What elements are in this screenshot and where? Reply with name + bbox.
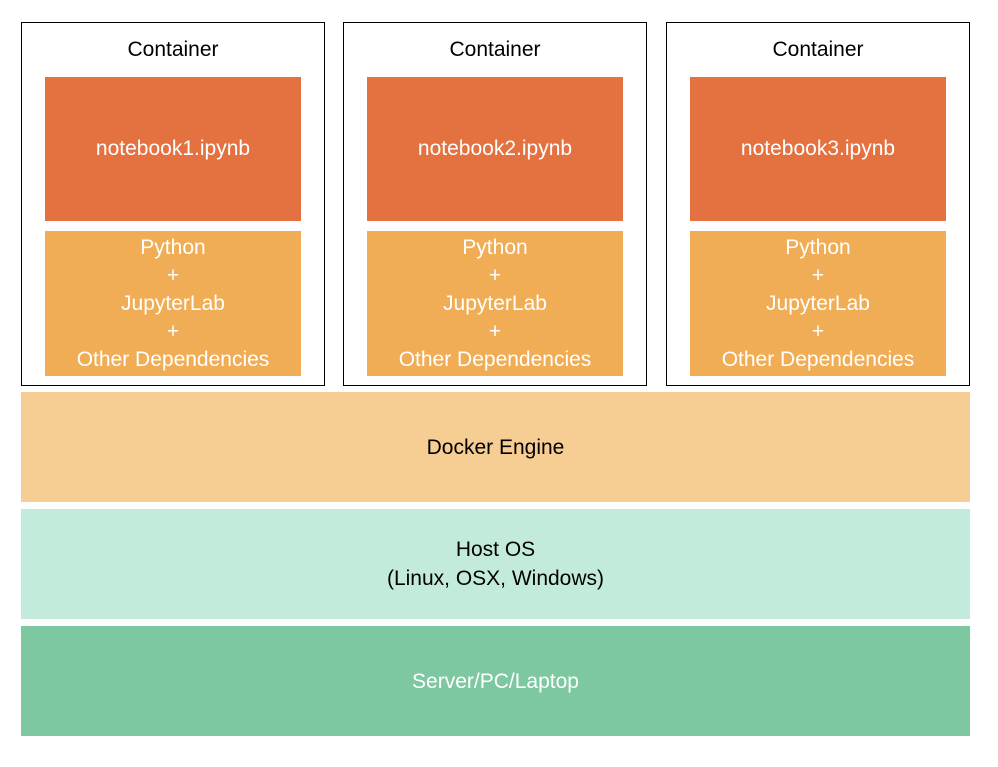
notebook-box: notebook1.ipynb bbox=[45, 77, 301, 221]
dependencies-box: Python + JupyterLab + Other Dependencies bbox=[367, 231, 623, 376]
dependency-python: Python bbox=[140, 235, 206, 259]
dependencies-box: Python + JupyterLab + Other Dependencies bbox=[45, 231, 301, 376]
dependency-jupyterlab: JupyterLab bbox=[443, 291, 547, 315]
container-title: Container bbox=[127, 38, 219, 61]
dependency-plus: + bbox=[488, 263, 502, 287]
dependency-other: Other Dependencies bbox=[398, 347, 592, 371]
container-1: Container notebook1.ipynb Python + Jupyt… bbox=[21, 22, 325, 386]
dependency-jupyterlab: JupyterLab bbox=[766, 291, 870, 315]
dependencies-box: Python + JupyterLab + Other Dependencies bbox=[690, 231, 946, 376]
container-title: Container bbox=[449, 38, 541, 61]
dependency-plus: + bbox=[811, 263, 825, 287]
server-label: Server/PC/Laptop bbox=[412, 669, 579, 693]
container-2: Container notebook2.ipynb Python + Jupyt… bbox=[343, 22, 647, 386]
docker-engine-layer: Docker Engine bbox=[21, 392, 970, 502]
host-os-label: Host OS bbox=[455, 538, 536, 561]
notebook-box: notebook3.ipynb bbox=[690, 77, 946, 221]
container-3: Container notebook3.ipynb Python + Jupyt… bbox=[666, 22, 970, 386]
server-layer: Server/PC/Laptop bbox=[21, 626, 970, 736]
dependency-python: Python bbox=[462, 235, 528, 259]
dependency-other: Other Dependencies bbox=[721, 347, 915, 371]
dependency-plus: + bbox=[166, 319, 180, 343]
host-os-detail: (Linux, OSX, Windows) bbox=[386, 567, 605, 590]
dependency-plus: + bbox=[166, 263, 180, 287]
dependency-jupyterlab: JupyterLab bbox=[121, 291, 225, 315]
notebook-box: notebook2.ipynb bbox=[367, 77, 623, 221]
dependency-plus: + bbox=[488, 319, 502, 343]
docker-engine-label: Docker Engine bbox=[426, 435, 565, 459]
dependency-other: Other Dependencies bbox=[76, 347, 270, 371]
dependency-python: Python bbox=[785, 235, 851, 259]
host-os-layer: Host OS (Linux, OSX, Windows) bbox=[21, 509, 970, 619]
container-title: Container bbox=[772, 38, 864, 61]
dependency-plus: + bbox=[811, 319, 825, 343]
